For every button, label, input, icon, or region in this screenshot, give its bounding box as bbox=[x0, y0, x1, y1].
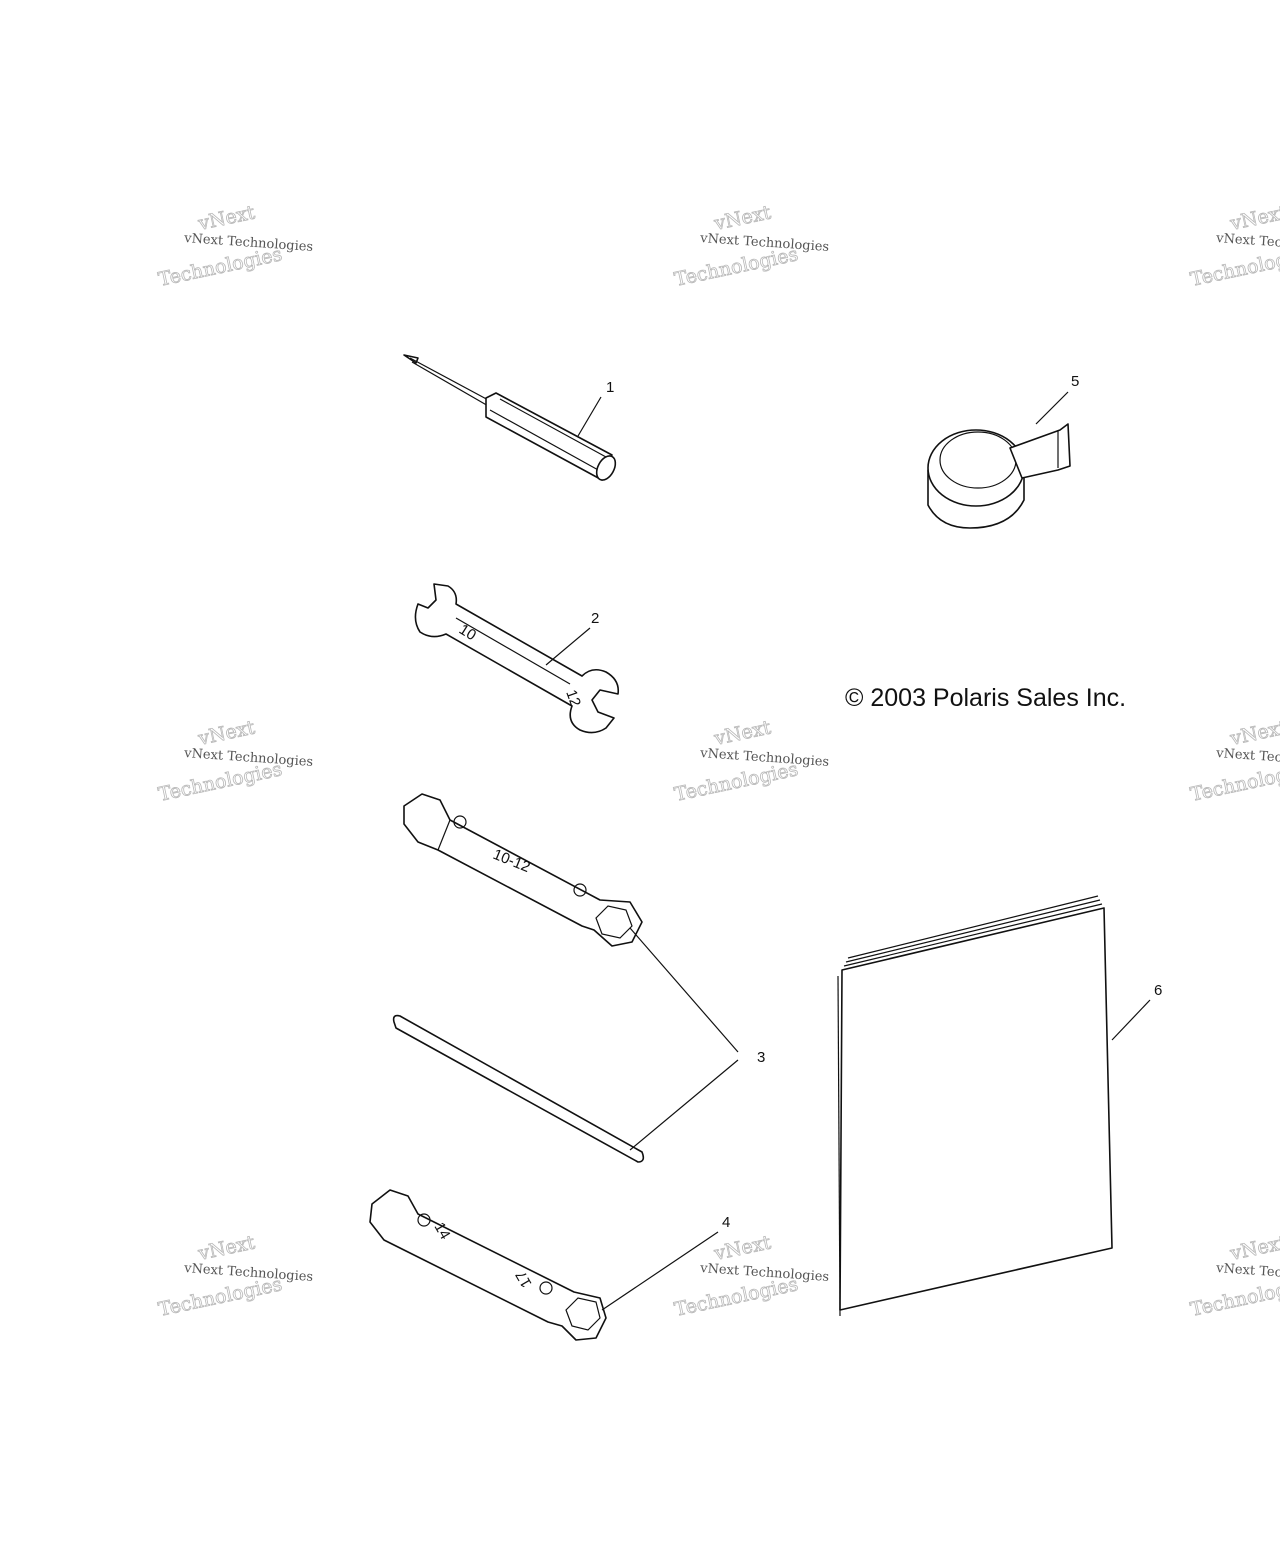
watermark-line-1: vNext bbox=[711, 201, 773, 235]
watermark-line-1: vNext bbox=[195, 201, 257, 235]
watermark-line-3: Technologies bbox=[1188, 243, 1280, 291]
watermark-line-3: Technologies bbox=[672, 243, 800, 291]
callout-label-4: 4 bbox=[722, 1214, 730, 1231]
watermark-line-3: Technologies bbox=[672, 1273, 800, 1321]
watermark-line-1: vNext bbox=[1227, 716, 1280, 750]
socket-wrench-10-12-part: 10-12 bbox=[403, 793, 643, 947]
callout-label-6: 6 bbox=[1154, 982, 1162, 999]
watermark-line-1: vNext bbox=[195, 716, 257, 750]
owners-manual-part: 6 bbox=[837, 895, 1162, 1317]
watermark-line-3: Technologies bbox=[156, 243, 284, 291]
watermark-line-3: Technologies bbox=[672, 758, 800, 806]
screwdriver-part: 1 bbox=[403, 354, 617, 481]
watermark-line-3: Technologies bbox=[1188, 1273, 1280, 1321]
tape-roll-part: 5 bbox=[927, 373, 1079, 529]
watermark-line-3: Technologies bbox=[1188, 758, 1280, 806]
wrench-marking-12: 12 bbox=[562, 688, 584, 709]
copyright-notice: © 2003 Polaris Sales Inc. bbox=[845, 684, 1126, 712]
watermark-line-1: vNext bbox=[195, 1231, 257, 1265]
callout-label-2: 2 bbox=[591, 610, 599, 627]
watermark-line-1: vNext bbox=[711, 716, 773, 750]
socket-marking-14: 14 bbox=[431, 1220, 454, 1243]
socket-wrench-14-17-part: 14 17 4 bbox=[369, 1189, 730, 1341]
watermark-line-3: Technologies bbox=[156, 758, 284, 806]
open-end-wrench-part: 10 12 2 bbox=[414, 583, 620, 734]
wrench-marking-10: 10 bbox=[456, 621, 479, 644]
watermark-line-1: vNext bbox=[1227, 201, 1280, 235]
callout-label-5: 5 bbox=[1071, 373, 1079, 390]
watermark-line-3: Technologies bbox=[156, 1273, 284, 1321]
watermark-line-1: vNext bbox=[711, 1231, 773, 1265]
callout-label-3: 3 bbox=[757, 1049, 765, 1066]
socket-marking-17: 17 bbox=[512, 1268, 535, 1291]
callout-label-1: 1 bbox=[606, 379, 614, 396]
tommy-bar-part: 3 bbox=[392, 927, 765, 1163]
watermark-line-1: vNext bbox=[1227, 1231, 1280, 1265]
